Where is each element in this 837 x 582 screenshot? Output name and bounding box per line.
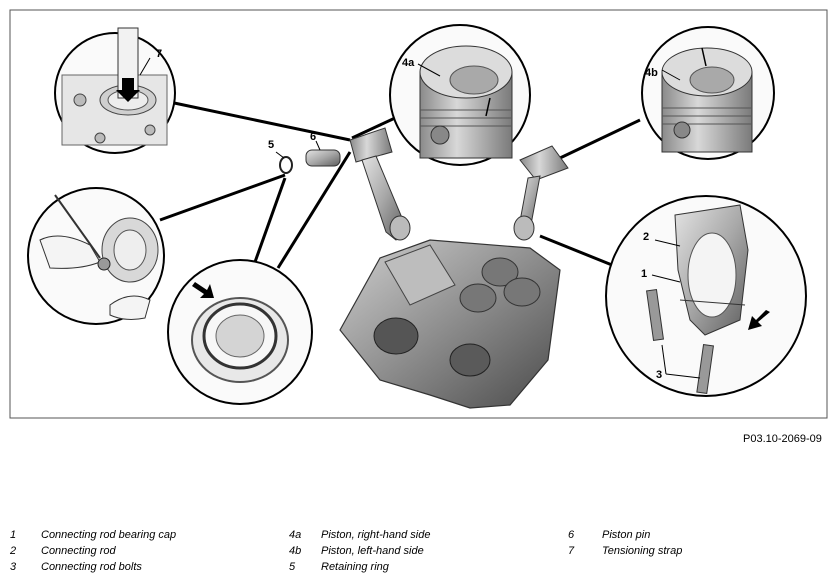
legend-text: Connecting rod bolts [41, 561, 142, 573]
callout-4a: 4a [402, 57, 415, 69]
legend-number: 4a [289, 529, 302, 541]
detail-retaining-ring [167, 259, 313, 405]
callout-7: 7 [156, 48, 162, 60]
callout-2: 2 [643, 231, 649, 243]
legend-text: Connecting rod bearing cap [41, 529, 177, 541]
callout-1: 1 [641, 268, 647, 280]
detail-piston-left [641, 26, 775, 160]
legend-text: Piston pin [602, 529, 651, 541]
exploded-view-illustration: 7 4a 4b 5 6 2 1 3 [9, 9, 828, 419]
callout-5: 5 [268, 139, 274, 151]
leader-lines [159, 98, 641, 269]
engine-block [339, 239, 561, 409]
detail-tensioning-strap [54, 27, 176, 154]
legend-number: 2 [10, 545, 17, 557]
detail-connecting-rod [605, 195, 807, 397]
legend-text: Connecting rod [41, 545, 116, 557]
legend-text: Piston, left-hand side [321, 545, 424, 557]
piston-rod-assembly-right [349, 127, 411, 241]
piston-rod-assembly-left [513, 145, 569, 241]
legend-text: Tensioning strap [602, 545, 683, 557]
piston-pin-and-ring [275, 140, 341, 174]
callout-4b: 4b [645, 67, 658, 79]
legend-number: 7 [568, 545, 575, 557]
legend-text: Piston, right-hand side [321, 529, 431, 541]
legend-number: 4b [289, 545, 302, 557]
legend-number: 3 [10, 561, 17, 573]
legend-number: 6 [568, 529, 575, 541]
legend-text: Retaining ring [321, 561, 389, 573]
figure-reference: P03.10-2069-09 [743, 433, 822, 445]
legend-number: 1 [10, 529, 17, 541]
callout-6: 6 [310, 131, 316, 143]
detail-installation-hands [27, 187, 165, 325]
legend-number: 5 [289, 561, 296, 573]
callout-3: 3 [656, 369, 662, 381]
detail-piston-right [389, 24, 531, 166]
